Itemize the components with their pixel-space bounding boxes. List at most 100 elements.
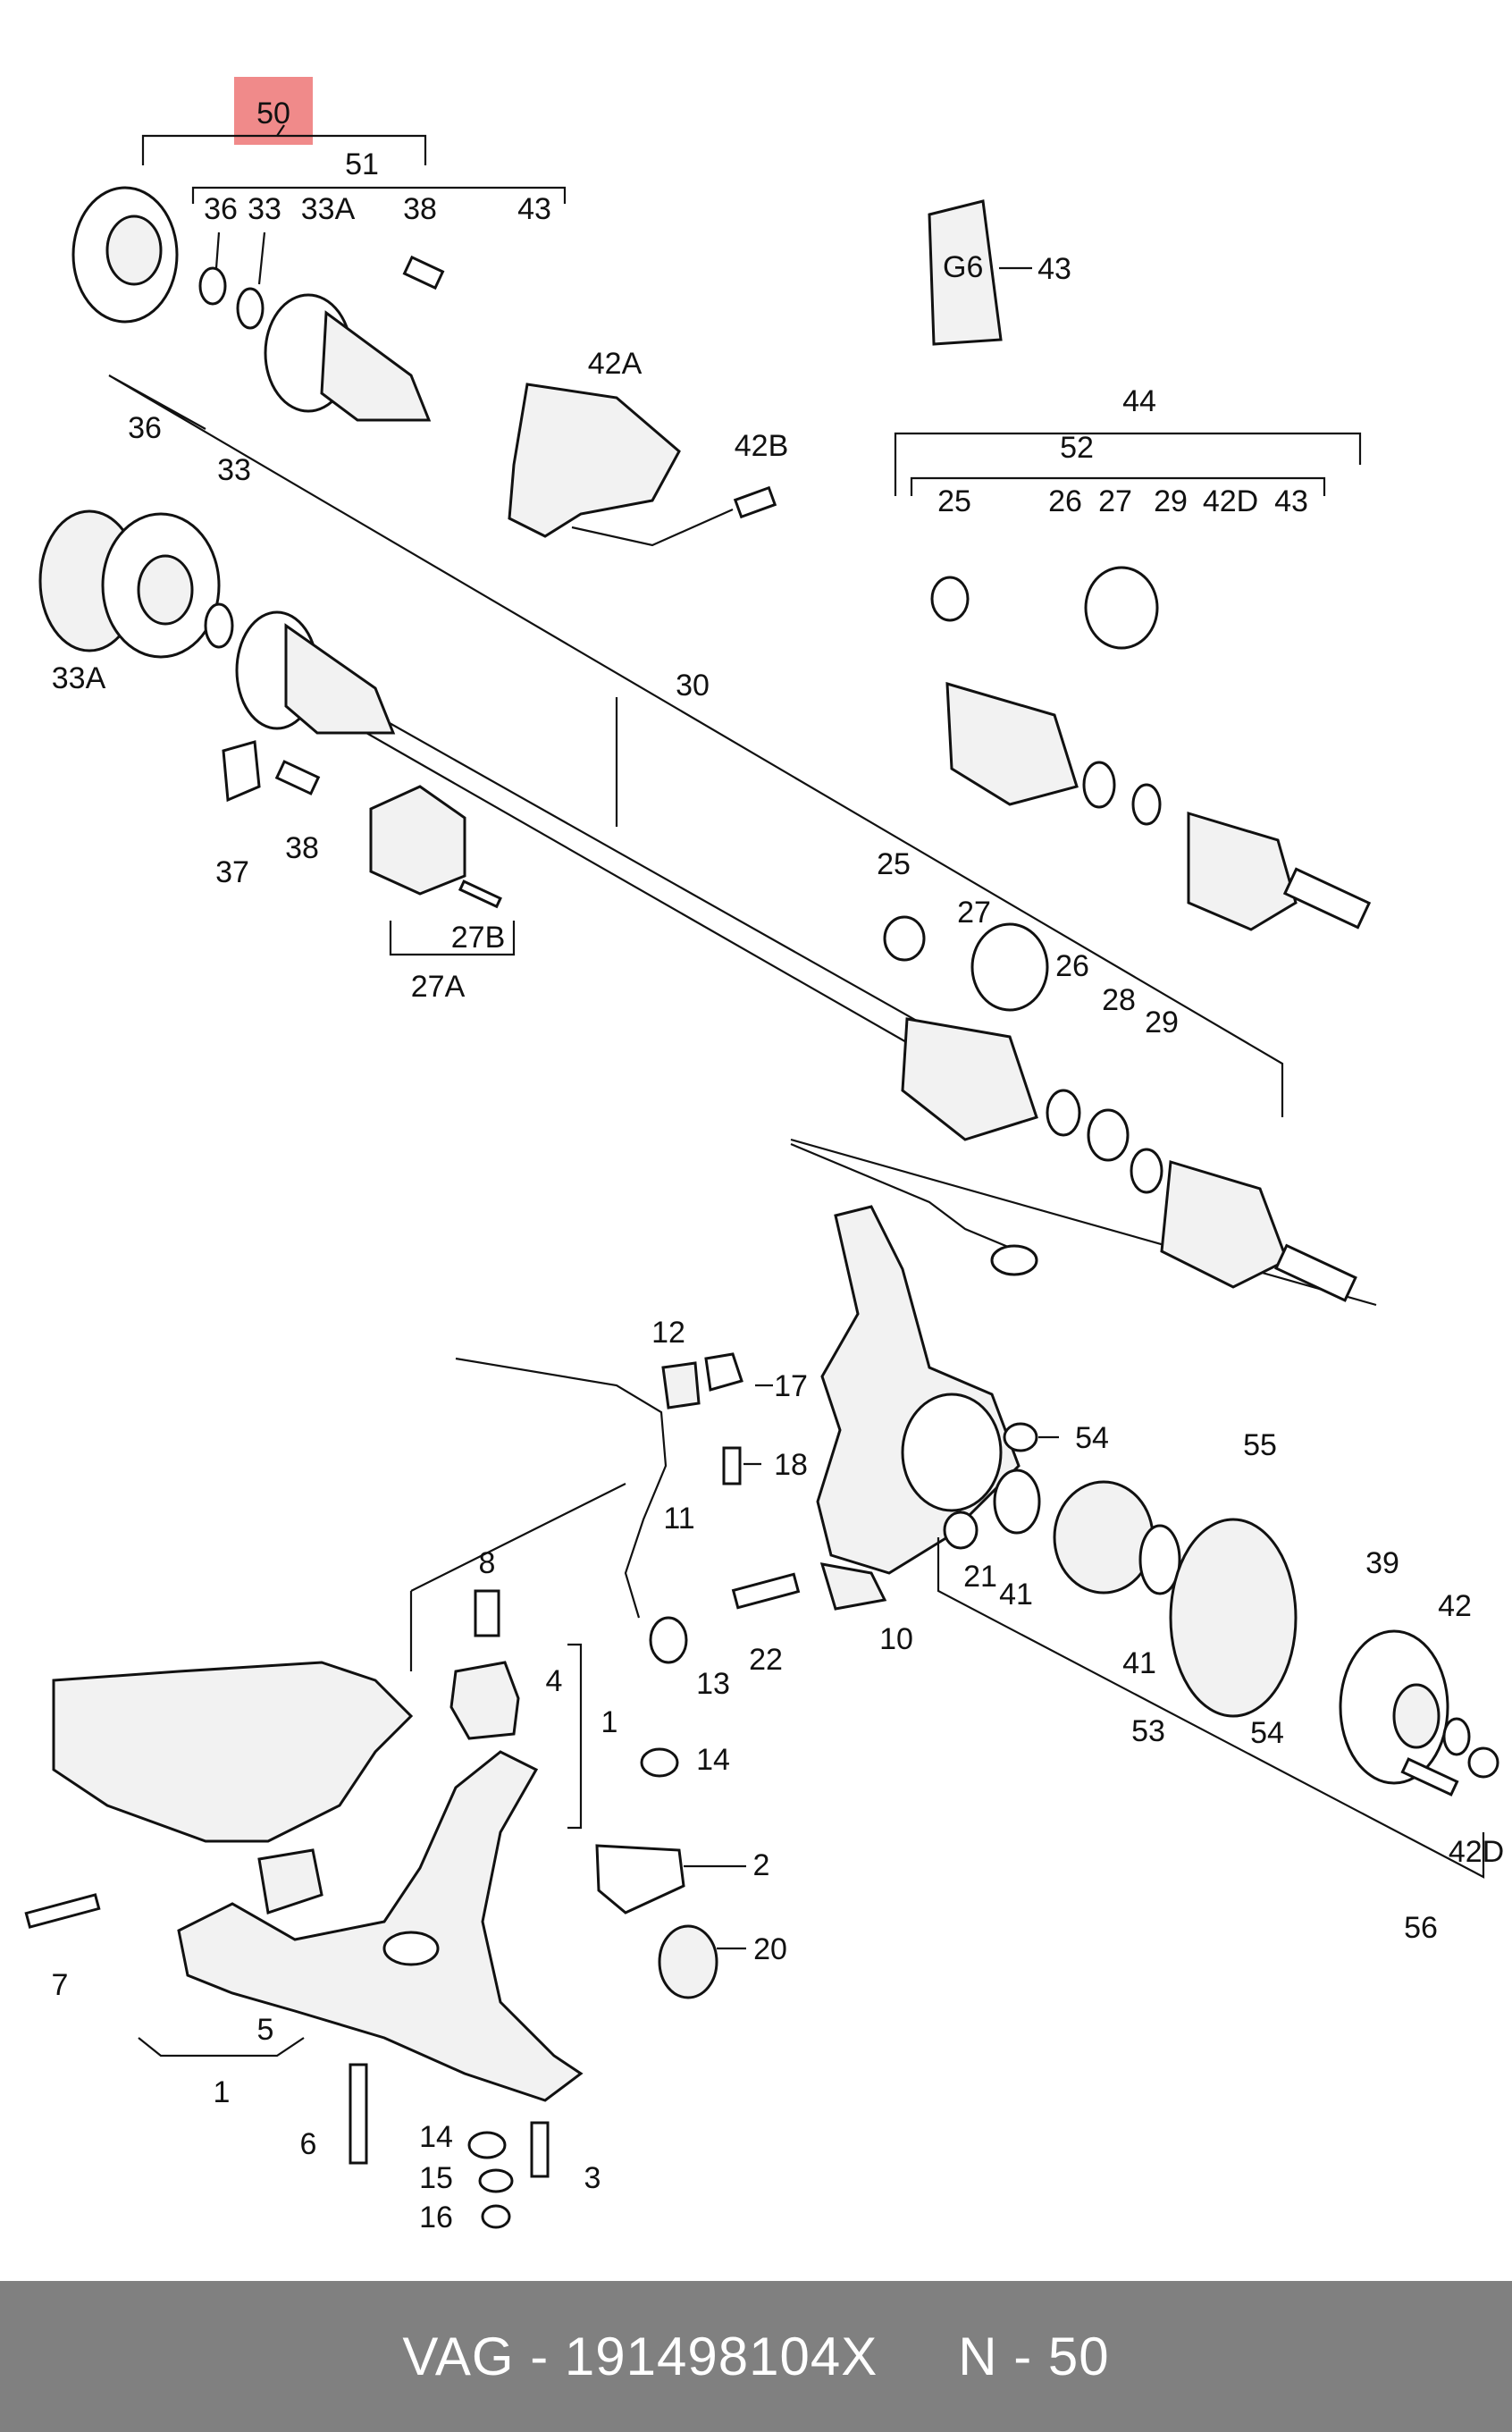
lower-ref-line [790, 1138, 1377, 1307]
callout-42D: 42D [1203, 484, 1258, 518]
highlight-box-50 [234, 77, 313, 145]
callout-18: 18 [774, 1448, 808, 1482]
callout-33A: 33A [301, 192, 356, 226]
ring-28-lower [1087, 1108, 1130, 1162]
heat-shield-42A [508, 383, 681, 538]
bolt-18 [722, 1446, 742, 1485]
driveshaft-outline [108, 374, 1284, 1117]
callout-30: 30 [676, 669, 710, 703]
callout-27: 27 [957, 896, 991, 930]
callout-22: 22 [749, 1643, 783, 1677]
hub-assembly-outline [937, 1537, 1485, 1879]
callout-28: 28 [1102, 983, 1136, 1017]
callout-14: 14 [696, 1743, 730, 1777]
bracket-44 [894, 432, 1362, 496]
callout-21: 21 [963, 1560, 997, 1594]
callout-13: 13 [696, 1667, 730, 1701]
footer-item-reference: N - 50 [958, 2327, 1110, 2386]
cv-joint-hub-mid [137, 554, 194, 626]
washer-14-upper [640, 1747, 679, 1778]
callout-42: 42 [1438, 1589, 1472, 1623]
callout-50: 50 [256, 97, 290, 130]
callout-15: 15 [419, 2161, 453, 2195]
bracket-27A [389, 921, 516, 956]
circlip-36-top [198, 266, 227, 306]
callout-38: 38 [403, 192, 437, 226]
callout-25: 25 [937, 484, 971, 518]
callout-54: 54 [1250, 1716, 1284, 1750]
callout-29: 29 [1154, 484, 1188, 518]
clamp-25-lower [883, 915, 926, 962]
bolt-56 [1400, 1757, 1459, 1797]
clamp-17 [704, 1352, 743, 1392]
bracket-51 [191, 186, 567, 204]
leader-33-top [257, 231, 266, 285]
bolt-42B [733, 485, 777, 519]
callout-27: 27 [1098, 484, 1132, 518]
heat-shield-leader [571, 508, 734, 547]
circlip-41-upper [993, 1468, 1041, 1535]
callout-1: 1 [601, 1705, 618, 1739]
bracket-52 [910, 476, 1326, 496]
callout-8: 8 [479, 1546, 496, 1580]
cv-joint-hub-top [105, 215, 163, 286]
bracket-50 [141, 124, 427, 165]
callout-16: 16 [419, 2201, 453, 2234]
knuckle-bore [901, 1393, 1003, 1512]
exploded-parts-diagram: G6 [24, 77, 1504, 2234]
washer-26-upper [1082, 761, 1116, 809]
washer-26-lower [1046, 1089, 1081, 1137]
callout-2: 2 [753, 1848, 770, 1882]
bolt-38-top [402, 255, 445, 290]
plate-37 [222, 740, 261, 803]
stub-axle-lower [1274, 1243, 1357, 1302]
nut-54-upper [1003, 1422, 1038, 1452]
bush-12 [661, 1361, 701, 1410]
callout-11: 11 [663, 1502, 694, 1536]
callout-14: 14 [419, 2120, 453, 2154]
callout-20: 20 [753, 1932, 787, 1966]
callout-29: 29 [1145, 1006, 1179, 1039]
boot-33A-top [320, 310, 432, 422]
bush-4 [449, 1661, 520, 1740]
callout-33: 33 [217, 453, 251, 487]
callout-54: 54 [1075, 1421, 1109, 1455]
footer-part-reference: VAG - 191498104X [402, 2327, 878, 2386]
callout-41: 41 [1122, 1646, 1156, 1680]
abs-ring-55 [1169, 1518, 1298, 1718]
shaft-line-30b [365, 732, 921, 1051]
boot-mid [284, 623, 396, 735]
callout-53: 53 [1131, 1714, 1165, 1748]
callout-33: 33 [248, 192, 281, 226]
anti-roll-bar-11 [455, 1357, 668, 1619]
callout-44: 44 [1122, 384, 1156, 418]
callout-51: 51 [345, 147, 379, 181]
callout-43: 43 [1037, 252, 1071, 286]
circlip-29-lower [1130, 1148, 1163, 1194]
callout-17: 17 [774, 1369, 808, 1403]
stub-axle-upper [1282, 867, 1372, 930]
callout-25: 25 [877, 847, 911, 881]
nut-21 [943, 1511, 979, 1550]
boot-52-upper [945, 681, 1079, 806]
callout-42D: 42D [1449, 1835, 1504, 1869]
callout-10: 10 [879, 1622, 913, 1656]
bracket-1-right [567, 1643, 583, 1830]
ball-joint-20 [658, 1924, 718, 1999]
callout-43: 43 [1274, 484, 1308, 518]
hub-centre [1392, 1683, 1441, 1749]
grease-tube-text: G6 [943, 250, 983, 284]
boot-lower [901, 1017, 1038, 1141]
bush-8 [474, 1589, 500, 1637]
callout-39: 39 [1365, 1546, 1399, 1580]
plate-2 [595, 1844, 685, 1914]
callout-5: 5 [257, 2013, 274, 2047]
nut-16 [481, 2204, 511, 2229]
outer-cv-joint-lower [1160, 1160, 1289, 1289]
nut-42D [1467, 1746, 1499, 1779]
clamp-25-upper [930, 576, 970, 622]
bolt-3 [530, 2121, 550, 2178]
washer-33-mid [204, 602, 234, 649]
steering-knuckle-10 [816, 1205, 1021, 1575]
callout-56: 56 [1404, 1911, 1438, 1945]
